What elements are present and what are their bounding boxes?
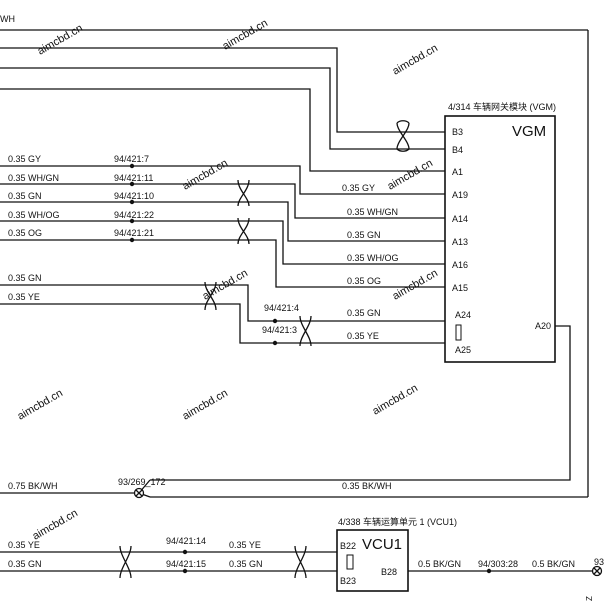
vcu-title: 4/338 车辆运算单元 1 (VCU1) — [338, 516, 457, 527]
connector-label: 94/421:11 — [114, 173, 153, 183]
wire-label: 0.35 GN — [347, 308, 381, 318]
splice-points — [129, 163, 135, 243]
watermark: aimcbd.cn — [181, 157, 230, 192]
vgm-pin: A19 — [452, 190, 468, 200]
vgm-title: 4/314 车辆网关模块 (VGM) — [448, 101, 556, 112]
ground-splice-cross — [135, 489, 143, 497]
connector-labels-group-1: 94/421:7 94/421:11 94/421:10 94/421:22 9… — [114, 154, 154, 238]
connector-label: 94/421:15 — [166, 559, 206, 569]
vgm-pin: A14 — [452, 214, 468, 224]
twisted-pair-can-1 — [237, 179, 250, 207]
twisted-pair-can-2 — [237, 217, 250, 245]
wire-label: 0.35 GY — [342, 183, 375, 193]
vgm-pin: A16 — [452, 260, 468, 270]
top-wire-label: WH — [0, 14, 15, 24]
connector-label: 93/269_172 — [118, 477, 166, 487]
wire-can-group — [0, 165, 445, 288]
wire-label: 0.35 BK/WH — [342, 481, 392, 491]
wire-label: 0.5 BK/GN — [532, 559, 575, 569]
wire-label: 0.35 YE — [229, 540, 261, 550]
wire-b3-b4-a1 — [0, 47, 445, 172]
watermark: aimcbd.cn — [31, 507, 80, 542]
vgm-pin: A15 — [452, 283, 468, 293]
wire-label: 0.35 GN — [8, 559, 42, 569]
wire-a24-a25 — [0, 284, 445, 344]
wire-label: 0.35 OG — [347, 276, 381, 286]
twisted-pair-a24-a25-left — [204, 281, 217, 311]
connector-label: 94/421:7 — [114, 154, 149, 164]
wire-label: 0.5 BK/GN — [418, 559, 461, 569]
a24-a25-labels: 0.35 GN 0.35 YE 94/421:4 94/421:3 0.35 G… — [8, 273, 381, 341]
vgm-pin: A1 — [452, 167, 463, 177]
wire-label: 0.35 YE — [8, 292, 40, 302]
watermark: aimcbd.cn — [386, 157, 435, 192]
wire-label: 0.35 WH/OG — [8, 210, 60, 220]
b28-ground-splice-cross — [593, 567, 601, 575]
wire-label: 0.35 WH/OG — [347, 253, 399, 263]
vcu-labels: 0.35 YE 0.35 GN 94/421:14 94/421:15 0.35… — [8, 536, 604, 569]
vcu-pins: B22 B23 B28 — [340, 541, 397, 586]
connector-label: 94/421:21 — [114, 228, 154, 238]
a24-a25-splices — [272, 318, 278, 346]
twisted-pair-vcu-right — [294, 545, 307, 579]
wire-label: 0.35 GN — [8, 273, 42, 283]
connector-label: 94/421:4 — [264, 303, 299, 313]
connector-label: 94/303:28 — [478, 559, 518, 569]
watermark: aimcbd.cn — [391, 267, 440, 302]
vgm-pin: A13 — [452, 237, 468, 247]
watermark: aimcbd.cn — [371, 382, 420, 417]
vgm-pin: A20 — [535, 321, 551, 331]
wire-label: 0.35 GN — [347, 230, 381, 240]
vcu-name: VCU1 — [362, 536, 402, 553]
wire-label: 0.35 GY — [8, 154, 41, 164]
vgm-pin: B3 — [452, 127, 463, 137]
watermark: aimcbd.cn — [221, 17, 270, 52]
twisted-pair-b3-b4 — [396, 120, 410, 152]
watermark: aimcbd.cn — [36, 22, 85, 57]
connector-label: 94/421:14 — [166, 536, 206, 546]
vgm-module-box — [444, 115, 556, 363]
left-wire-labels: 0.35 GY 0.35 WH/GN 0.35 GN 0.35 WH/OG 0.… — [8, 154, 60, 238]
watermark: aimcbd.cn — [181, 387, 230, 422]
vgm-pin: A24 — [455, 310, 471, 320]
vgm-pin: B4 — [452, 145, 463, 155]
wire-label: 0.35 YE — [347, 331, 379, 341]
wire-a20-ground — [150, 325, 571, 481]
watermark: aimcbd.cn — [16, 387, 65, 422]
ground-labels: 0.75 BK/WH 93/269_172 0.35 BK/WH — [8, 477, 392, 491]
wire-vcu-can — [0, 551, 596, 572]
wire-label: 0.35 YE — [8, 540, 40, 550]
watermark: aimcbd.cn — [391, 42, 440, 77]
wire-label: 0.35 GN — [229, 559, 263, 569]
wire-label: 0.75 BK/WH — [8, 481, 58, 491]
wire-label: 0.35 WH/GN — [8, 173, 59, 183]
wire-label: 0.35 WH/GN — [347, 207, 398, 217]
connector-label: 93 — [594, 557, 604, 567]
vcu-pin: B23 — [340, 576, 356, 586]
connector-label: 94/421:22 — [114, 210, 154, 220]
vgm-terminating-resistor — [455, 324, 462, 341]
vcu-pin: B28 — [381, 567, 397, 577]
twisted-pair-vcu-left — [119, 545, 132, 579]
outer-frame — [0, 29, 589, 498]
vcu-splice-points — [182, 549, 492, 574]
wire-label: 0.35 GN — [8, 191, 42, 201]
vgm-name: VGM — [512, 123, 546, 140]
vgm-pin: A25 — [455, 345, 471, 355]
connector-label: 94/421:3 — [262, 325, 297, 335]
vgm-pins: B3 B4 A1 A19 A14 A13 A16 A15 A24 A25 A20 — [452, 127, 551, 355]
edge-mark: Z — [585, 596, 594, 601]
right-wire-labels: 0.35 GY 0.35 WH/GN 0.35 GN 0.35 WH/OG 0.… — [342, 183, 399, 286]
vcu-terminating-resistor — [346, 554, 354, 570]
wire-label: 0.35 OG — [8, 228, 42, 238]
connector-label: 94/421:10 — [114, 191, 154, 201]
vcu-pin: B22 — [340, 541, 356, 551]
twisted-pair-a24-a25-right — [299, 315, 312, 347]
